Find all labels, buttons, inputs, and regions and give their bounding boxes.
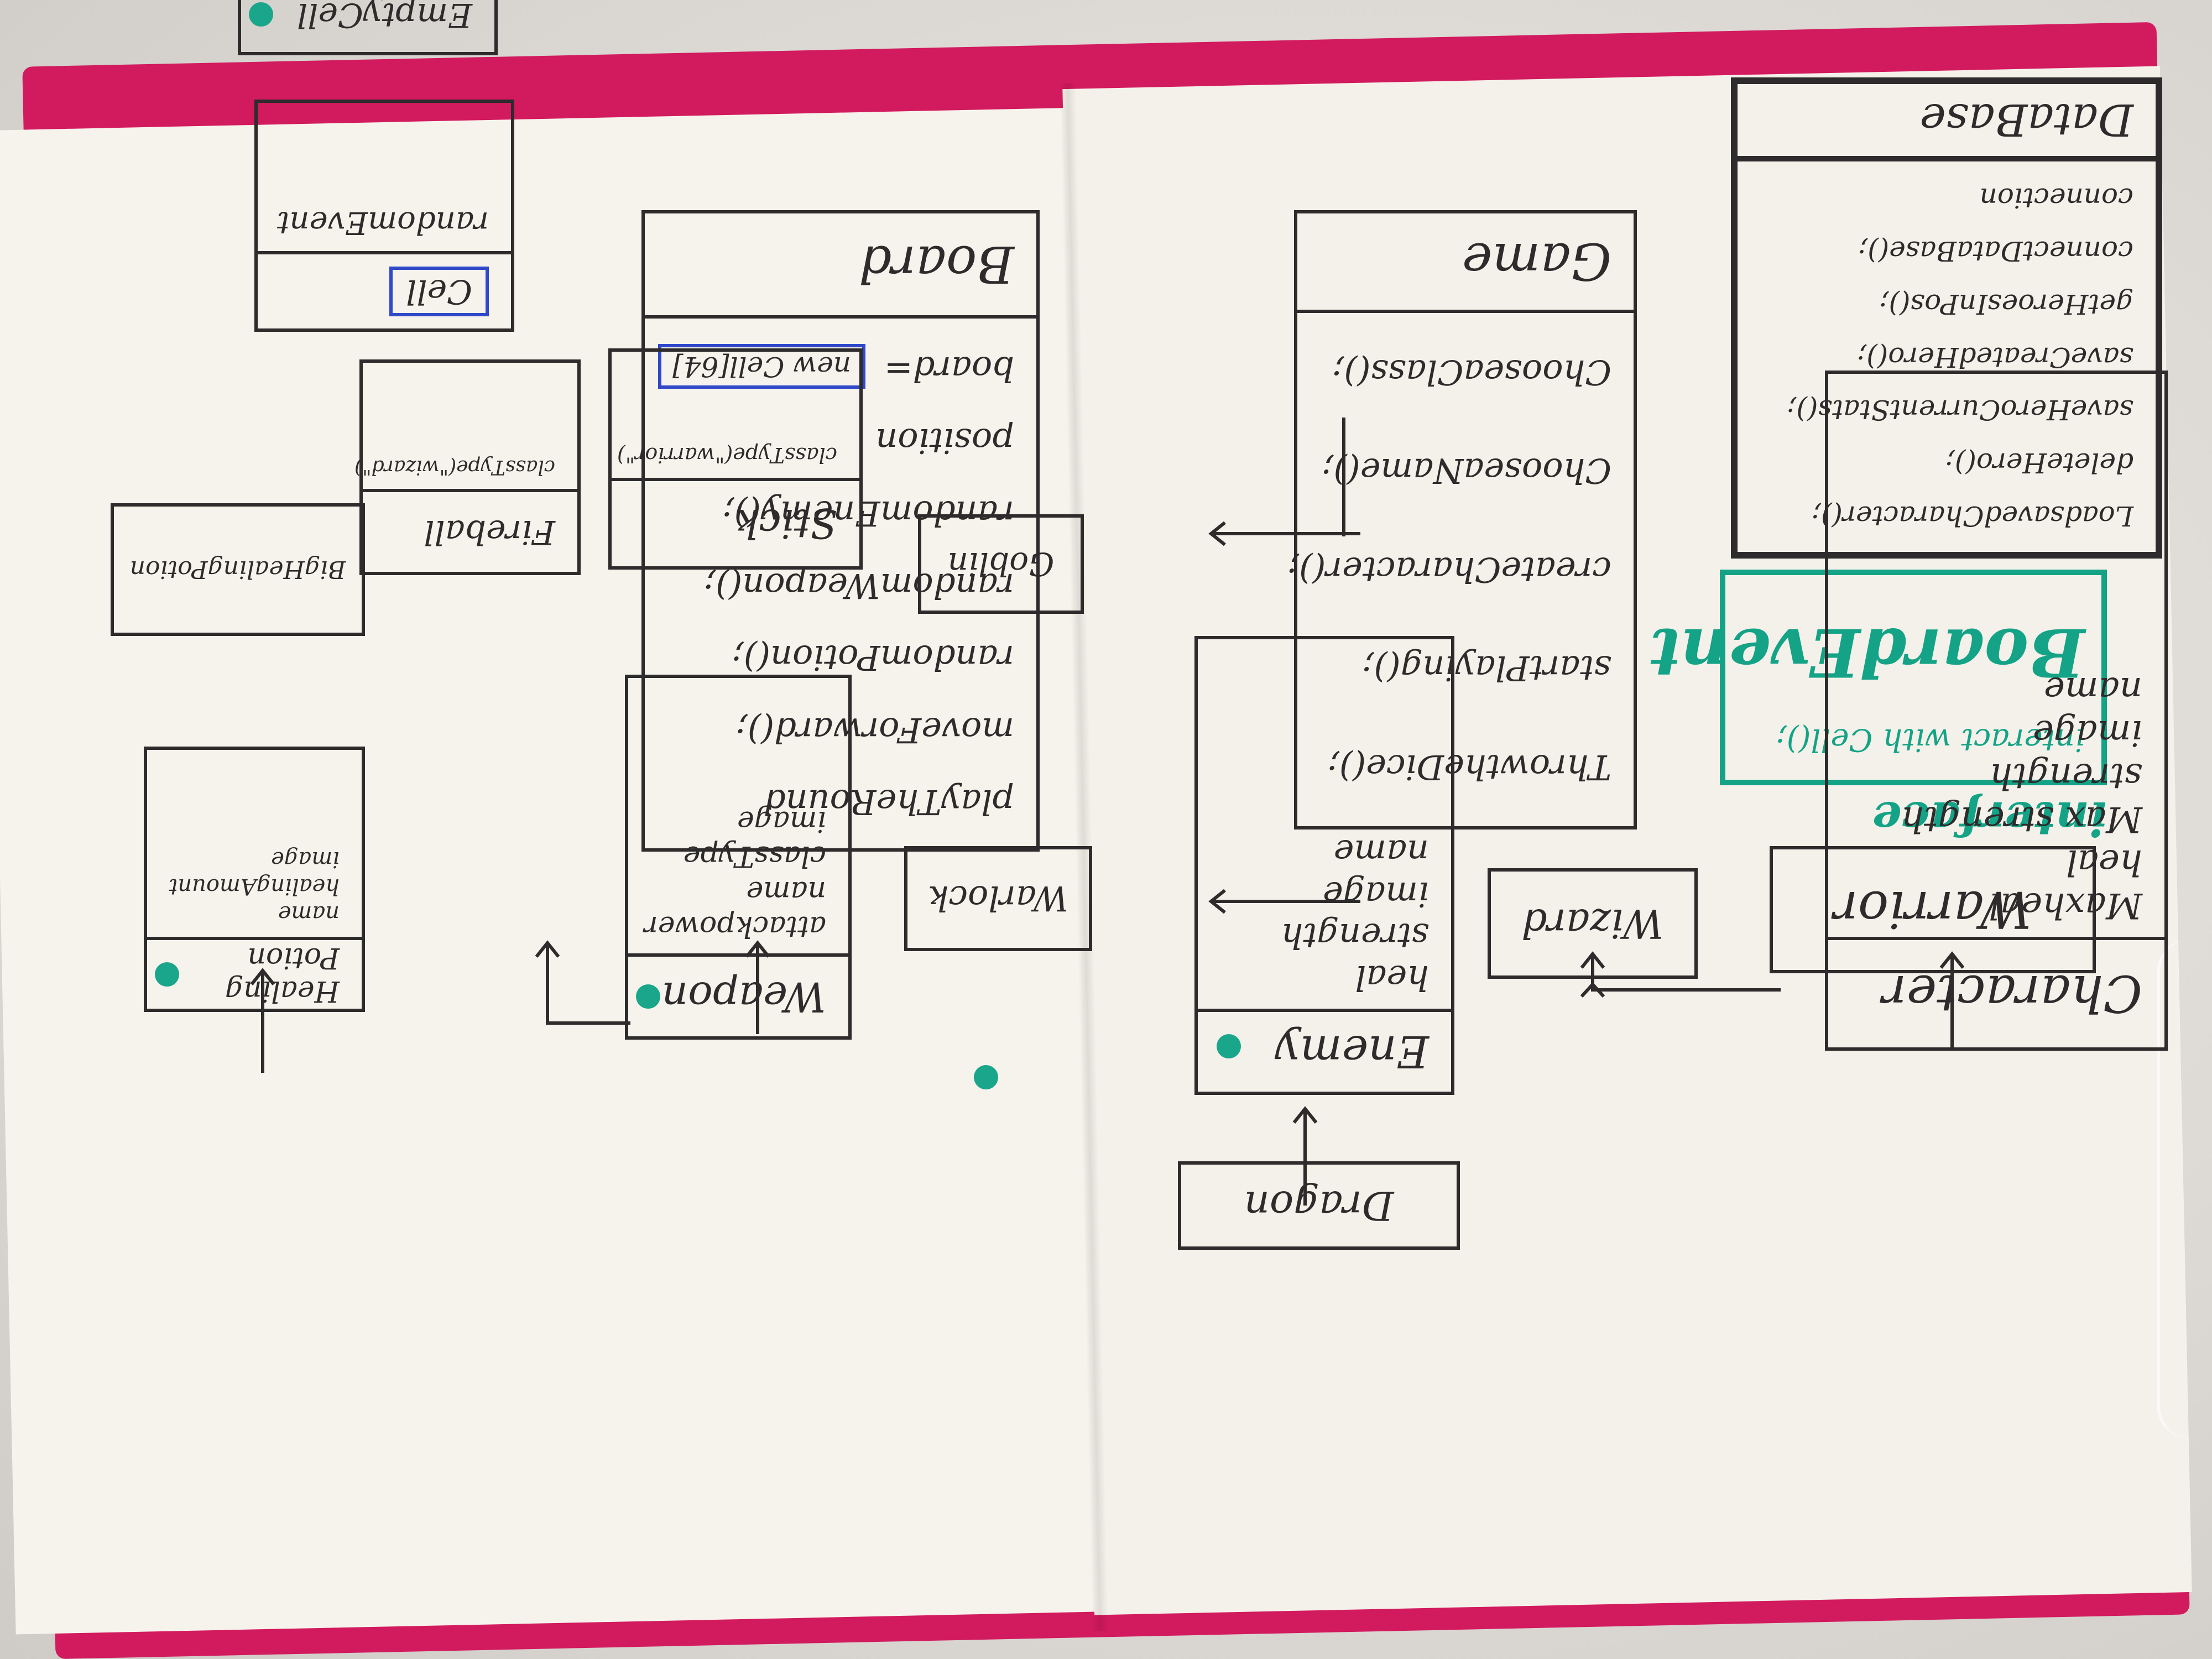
healing-potion-field: image [271,847,340,873]
healing-potion-class-box: Healing Potion name healingAmount image [144,747,365,1012]
warlock-class-box: Warlock [904,846,1092,951]
empty-cell-class-title: EmptyCell [241,0,494,52]
weapon-field: name [746,874,826,908]
weapon-field: classType [683,839,826,873]
character-field: strength [1989,755,2142,796]
stick-class-box: Stick classType("warrior") [608,348,863,570]
arrow-character-wizard [1591,987,1781,992]
wizard-class-title: Wizard [1521,900,1664,947]
goblin-class-box: Goblin [918,514,1084,614]
character-field: image [2032,712,2142,753]
enemy-green-dot [1217,1034,1241,1058]
game-class-title: Game [1297,213,1634,313]
enemy-field: image [1323,874,1429,915]
weapon-field: image [737,804,826,838]
fireball-note-text: classType("wizard") [354,456,555,478]
board-field-label: board= [884,348,1014,389]
healing-potion-class-title: Healing Potion [147,937,362,1009]
cell-fields: randomEvent [258,103,511,251]
healing-potion-field: name [278,901,340,926]
dragon-class-box: Dragon [1178,1161,1460,1250]
weapon-class-box: Weapon attackpower name classType image [625,675,852,1040]
weapon-fields: attackpower name classType image [628,678,848,953]
weapon-green-dot [636,984,660,1009]
weapon-class-title: Weapon [628,953,848,1036]
board-class-title: Board [645,213,1036,319]
warrior-class-title: Warrior [1833,880,2032,940]
game-method: ChooseaClass(); [1332,352,1611,393]
cell-class-title: Cell [406,272,472,311]
big-healing-potion-class-box: BigHealingPotion [111,503,365,636]
game-method: createCharacter(); [1287,549,1611,590]
dragon-class-title: Dragon [1244,1182,1394,1229]
enemy-field: name [1333,832,1429,873]
cell-class-title-box: Cell [389,267,489,316]
empty-cell-green-dot [249,2,273,27]
healing-potion-green-dot [155,962,179,987]
cell-class-box: Cell randomEvent [254,100,514,332]
database-method: getHeroesInPos(); [1879,288,2133,320]
character-field: Max strength [1901,798,2142,839]
empty-cell-class-box: EmptyCell [238,0,498,55]
goblin-green-dot [974,1065,998,1089]
character-field: name [2044,669,2142,710]
arrow-weapon-fireball [546,946,630,1025]
cell-class-title-row: Cell [258,251,511,328]
weapon-field: attackpower [644,910,826,943]
warlock-class-title: Warlock [927,878,1069,919]
warrior-class-box: Warrior [1770,846,2096,973]
enemy-field: strength [1281,916,1429,957]
fireball-class-title: Fireball [363,489,577,572]
fireball-class-box: Fireball classType("wizard") [354,359,581,575]
enemy-class-box: Enemy heal strength image name [1194,636,1454,1095]
stick-note: classType("warrior") [612,352,859,478]
fireball-note: classType("wizard") [354,363,577,489]
database-method: connectDataBase(); [1858,235,2133,268]
database-class-title: DataBase [1738,84,2156,161]
healing-potion-fields: name healingAmount image [147,750,362,937]
cell-field: randomEvent [276,205,489,241]
database-method: saveCreatedHero(); [1857,341,2133,373]
goblin-class-title: Goblin [947,545,1055,583]
board-field: randomPotion(); [732,638,1014,679]
enemy-fields: heal strength image name [1198,639,1451,1009]
wizard-class-box: Wizard [1488,868,1698,979]
enemy-field: heal [1355,958,1429,998]
big-healing-potion-class-title: BigHealingPotion [129,555,346,584]
cable [2157,940,2212,1438]
stick-note-text: classType("warrior") [617,443,837,467]
stick-class-title: Stick [612,478,859,566]
database-method: connection [1979,182,2134,215]
healing-potion-field: healingAmount [169,874,340,900]
game-method: ChooseaName(); [1322,451,1611,492]
